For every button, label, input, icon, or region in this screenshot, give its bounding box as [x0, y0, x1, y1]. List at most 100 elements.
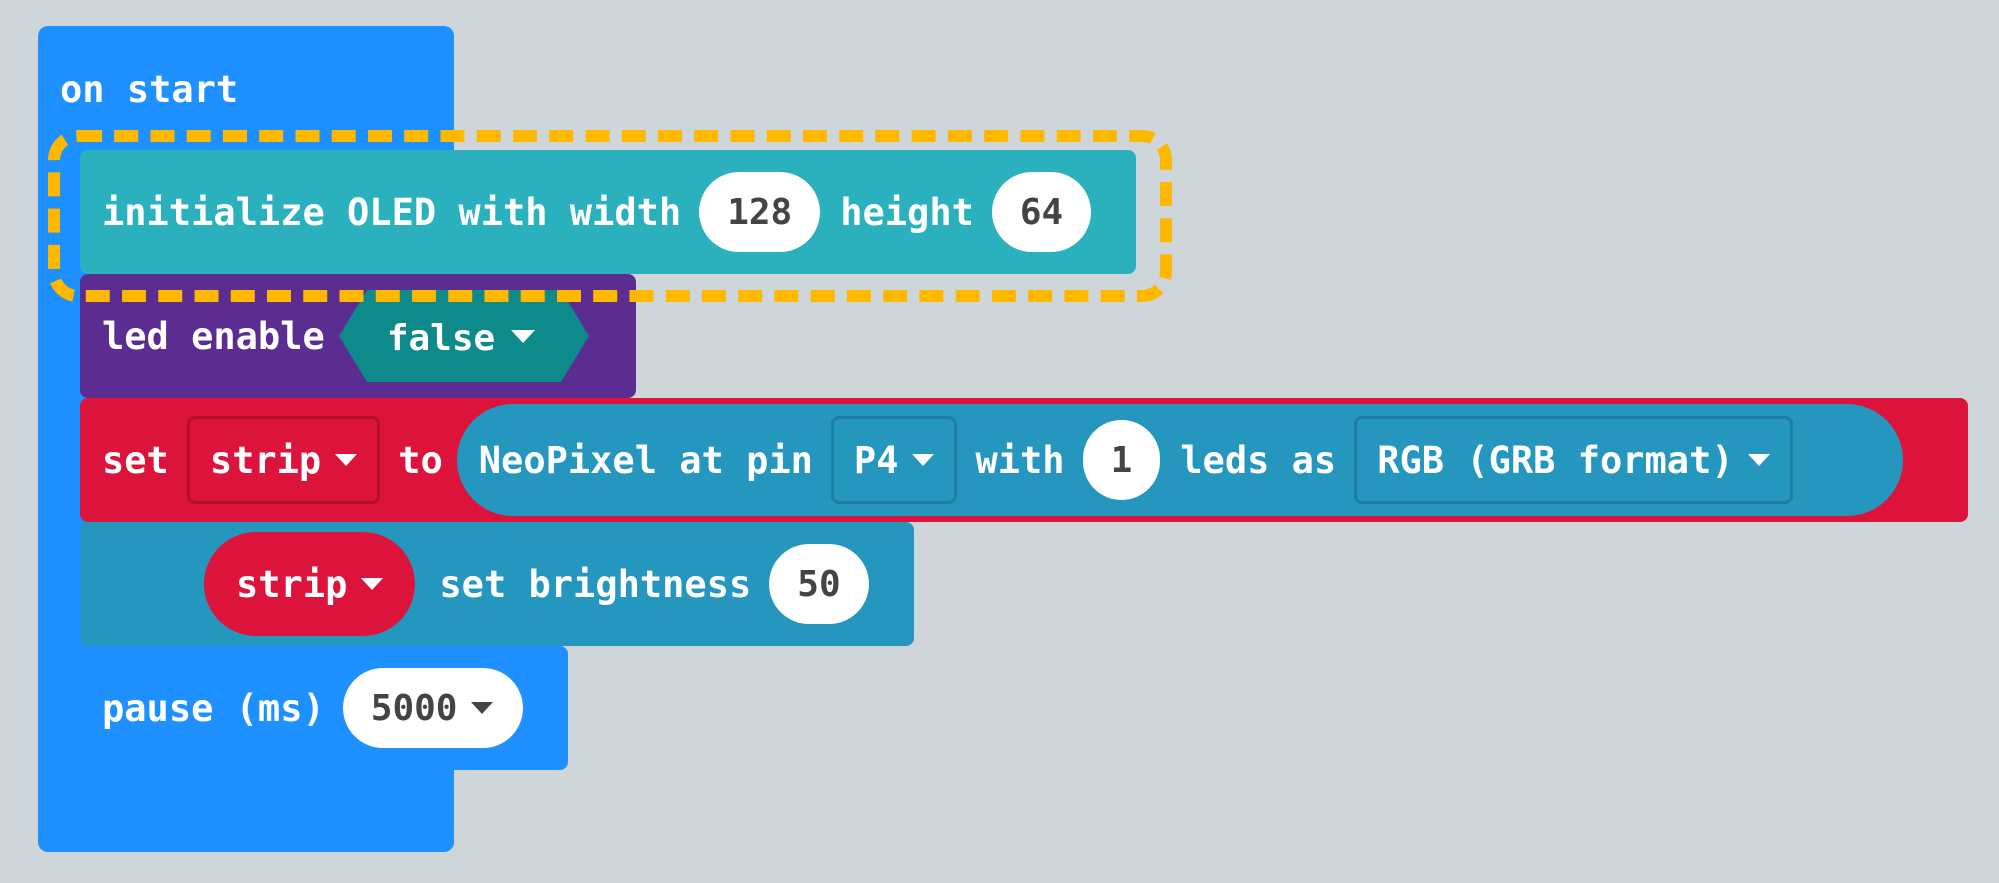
oled-width-input[interactable]: 128 — [699, 172, 821, 252]
grid-cross — [1593, 119, 1607, 133]
grid-cross — [1709, 235, 1723, 249]
neopixel-pin-label: NeoPixel at pin — [478, 438, 813, 482]
strip-variable-dropdown[interactable]: strip — [186, 416, 381, 504]
grid-cross — [1245, 235, 1259, 249]
strip-variable-value: strip — [209, 438, 322, 482]
led-enable-value: false — [387, 318, 495, 359]
grid-cross — [433, 3, 447, 17]
grid-cross — [1361, 119, 1375, 133]
grid-cross — [1245, 583, 1259, 597]
chevron-down-icon — [510, 330, 535, 343]
grid-cross — [1709, 583, 1723, 597]
grid-cross — [1361, 235, 1375, 249]
grid-cross — [1477, 351, 1491, 365]
grid-cross — [1477, 583, 1491, 597]
grid-cross — [1825, 699, 1839, 713]
with-label: with — [975, 438, 1065, 482]
grid-cross — [1245, 699, 1259, 713]
grid-cross — [1941, 699, 1955, 713]
grid-cross — [1245, 119, 1259, 133]
grid-cross — [1825, 3, 1839, 17]
set-label: set — [102, 438, 169, 482]
grid-cross — [1013, 699, 1027, 713]
grid-cross — [85, 3, 99, 17]
grid-cross — [1013, 815, 1027, 829]
grid-cross — [1941, 815, 1955, 829]
grid-cross — [1709, 351, 1723, 365]
grid-cross — [781, 351, 795, 365]
brightness-input[interactable]: 50 — [769, 544, 869, 624]
grid-cross — [549, 3, 563, 17]
grid-cross — [1825, 235, 1839, 249]
grid-cross — [1477, 3, 1491, 17]
pause-value: 5000 — [370, 687, 458, 729]
oled-label-width: initialize OLED with width — [102, 190, 682, 234]
grid-cross — [1941, 119, 1955, 133]
pin-value: P4 — [853, 438, 899, 482]
grid-cross — [1245, 815, 1259, 829]
grid-cross — [317, 3, 331, 17]
grid-cross — [1825, 815, 1839, 829]
grid-cross — [1593, 699, 1607, 713]
grid-cross — [1129, 815, 1143, 829]
grid-cross — [1593, 351, 1607, 365]
grid-cross — [1593, 583, 1607, 597]
grid-cross — [1361, 699, 1375, 713]
grid-cross — [1593, 235, 1607, 249]
grid-cross — [781, 815, 795, 829]
grid-cross — [1709, 3, 1723, 17]
grid-cross — [1361, 583, 1375, 597]
grid-cross — [1593, 815, 1607, 829]
grid-cross — [1361, 351, 1375, 365]
strip-brightness-dropdown[interactable]: strip — [204, 532, 416, 636]
led-count-input[interactable]: 1 — [1082, 420, 1161, 500]
grid-cross — [1941, 583, 1955, 597]
grid-cross — [1013, 351, 1027, 365]
chevron-down-icon — [471, 702, 494, 714]
grid-cross — [1709, 699, 1723, 713]
format-value: RGB (GRB format) — [1377, 438, 1734, 482]
pin-dropdown[interactable]: P4 — [830, 416, 958, 504]
oled-label-height: height — [840, 190, 974, 234]
grid-cross — [1129, 699, 1143, 713]
grid-cross — [1477, 699, 1491, 713]
set-brightness-block[interactable]: strip set brightness 50 — [80, 522, 914, 646]
chevron-down-icon — [1747, 454, 1770, 466]
on-start-label: on start — [60, 68, 239, 111]
grid-cross — [1941, 3, 1955, 17]
pause-block[interactable]: pause (ms) 5000 — [80, 646, 568, 770]
grid-cross — [1129, 351, 1143, 365]
grid-cross — [897, 351, 911, 365]
grid-cross — [1361, 3, 1375, 17]
grid-cross — [1013, 583, 1027, 597]
grid-cross — [1825, 583, 1839, 597]
grid-cross — [781, 699, 795, 713]
grid-cross — [665, 3, 679, 17]
set-strip-block[interactable]: set strip to NeoPixel at pin P4 with 1 l… — [80, 398, 1968, 522]
pause-label: pause (ms) — [102, 686, 325, 730]
grid-cross — [1361, 815, 1375, 829]
pause-input[interactable]: 5000 — [342, 668, 524, 748]
grid-cross — [781, 3, 795, 17]
grid-cross — [1129, 3, 1143, 17]
grid-cross — [1825, 351, 1839, 365]
grid-cross — [1477, 815, 1491, 829]
chevron-down-icon — [912, 454, 935, 466]
grid-cross — [1941, 351, 1955, 365]
strip-brightness-value: strip — [236, 562, 348, 606]
grid-cross — [1709, 815, 1723, 829]
grid-cross — [1477, 235, 1491, 249]
grid-cross — [1709, 119, 1723, 133]
grid-cross — [1013, 3, 1027, 17]
set-brightness-label: set brightness — [439, 562, 752, 606]
grid-cross — [897, 699, 911, 713]
oled-height-input[interactable]: 64 — [991, 172, 1092, 252]
grid-cross — [1477, 119, 1491, 133]
grid-cross — [897, 815, 911, 829]
initialize-oled-block[interactable]: initialize OLED with width 128 height 64 — [80, 150, 1136, 274]
grid-cross — [897, 3, 911, 17]
led-enable-dropdown[interactable]: false — [338, 290, 589, 382]
format-dropdown[interactable]: RGB (GRB format) — [1354, 416, 1793, 504]
neopixel-create-block[interactable]: NeoPixel at pin P4 with 1 leds as RGB (G… — [456, 404, 1903, 516]
